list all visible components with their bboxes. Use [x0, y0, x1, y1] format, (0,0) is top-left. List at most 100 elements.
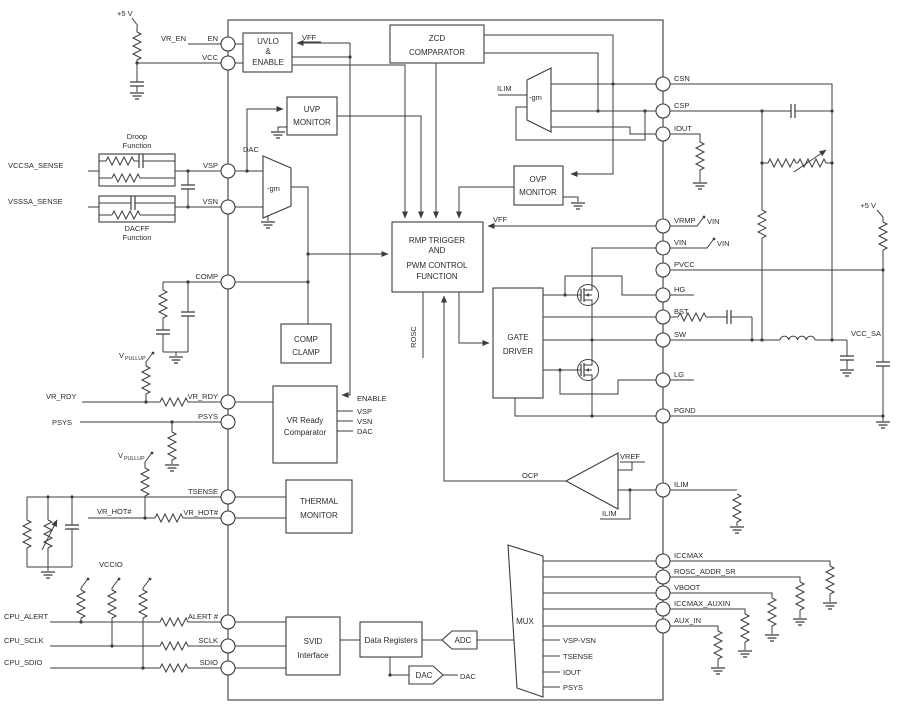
svid-interface-block: [285, 616, 341, 676]
pin-alert: [220, 614, 236, 630]
pin-circles: [220, 36, 671, 676]
vr-ready-vsp-label: VSP: [357, 407, 372, 416]
vccsa-sense-label: VCCSA_SENSE: [8, 161, 63, 170]
psys-ext-label: PSYS: [52, 418, 72, 427]
svid-text-2: Interface: [297, 651, 329, 660]
ovp-text-1: OVP: [530, 175, 547, 184]
function-blocks: [242, 24, 564, 676]
vr-ready-text-1: VR Ready: [287, 416, 323, 425]
droop-label-1: Droop: [127, 132, 147, 141]
pin-label-vsn: VSN: [203, 197, 218, 206]
pin-label-vboot: VBOOT: [674, 583, 701, 592]
pin-pgnd: [655, 408, 671, 424]
vref-label: VREF: [620, 452, 640, 461]
pin-label-ilim: ILIM: [674, 480, 689, 489]
thermal-monitor-block: [285, 479, 353, 534]
rosc-label: ROSC: [409, 326, 418, 348]
dacff-function-box: [98, 195, 176, 223]
vsp-gm-amp-wiring: [235, 106, 389, 324]
en-vcc-network: [129, 17, 243, 100]
comp-clamp-block: [280, 323, 332, 364]
pin-label-hg: HG: [674, 285, 685, 294]
gm-amp-left: [262, 155, 292, 219]
pin-csn: [655, 76, 671, 92]
pin-label-vr-rdy: VR_RDY: [188, 392, 218, 401]
pin-aux-in: [655, 618, 671, 634]
vr-ready-vsn-label: VSN: [357, 417, 372, 426]
data-registers-text: Data Registers: [365, 636, 418, 645]
ocp-label: OCP: [522, 471, 538, 480]
mux-in-psys-label: PSYS: [563, 683, 583, 692]
vpullup2-v: V: [118, 451, 123, 460]
pin-sclk: [220, 638, 236, 654]
plus5v-label-left: +5 V: [117, 9, 133, 18]
enable-label: ENABLE: [357, 394, 387, 403]
plus5v-label-right: +5 V: [860, 201, 876, 210]
pin-label-iccmax: ICCMAX: [674, 551, 703, 560]
pin-label-iccmax-auxin: ICCMAX_AUXIN: [674, 599, 730, 608]
droop-label-2: Function: [123, 141, 152, 150]
pin-sdio: [220, 660, 236, 676]
dac-input-label: DAC: [243, 145, 259, 154]
pin-label-psys: PSYS: [198, 412, 218, 421]
mux-adc-dac: [340, 544, 656, 698]
pin-label-rosc-addr-sr: ROSC_ADDR_SR: [674, 567, 736, 576]
pin-vcc: [220, 55, 236, 71]
ovp-text-2: MONITOR: [519, 188, 557, 197]
vccio-label: VCCIO: [99, 560, 123, 569]
uvlo-text-1: UVLO: [257, 37, 279, 46]
pin-label-vr-hot: VR_HOT#: [183, 508, 218, 517]
ilim-gm-label: ILIM: [497, 84, 512, 93]
pin-label-pgnd: PGND: [674, 406, 696, 415]
svid-cpu-wiring: [50, 577, 286, 673]
comp-clamp-text-1: COMP: [294, 335, 318, 344]
rmp-text-3: PWM CONTROL: [407, 261, 468, 270]
pin-label-sdio: SDIO: [200, 658, 219, 667]
vpullup2-sub: PULLUP: [124, 456, 145, 462]
pin-vr-rdy: [220, 394, 236, 410]
pin-lg: [655, 372, 671, 388]
pin-en: [220, 36, 236, 52]
pin-sw: [655, 332, 671, 348]
dac-block-text: DAC: [416, 671, 433, 680]
output-inductor: [779, 335, 816, 341]
pin-label-vrmp: VRMP: [674, 216, 696, 225]
ocp-comparator: [441, 295, 656, 520]
pin-label-vcc: VCC: [202, 53, 218, 62]
vin-label-vrmp: VIN: [707, 217, 720, 226]
cpu-sdio-label: CPU_SDIO: [4, 658, 43, 667]
pin-label-tsense: TSENSE: [188, 487, 218, 496]
pin-label-comp: COMP: [196, 272, 219, 281]
thermal-text-1: THERMAL: [300, 497, 339, 506]
pin-vin: [655, 240, 671, 256]
uvp-text-2: MONITOR: [293, 118, 331, 127]
svid-text-1: SVID: [304, 637, 323, 646]
pin-label-vsp: VSP: [203, 161, 218, 170]
ilim-ocp-label: ILIM: [602, 509, 617, 518]
gm-left-label: -gm: [267, 184, 280, 193]
cpu-sclk-label: CPU_SCLK: [4, 636, 44, 645]
uvp-monitor-block: [286, 96, 338, 136]
pin-label-aux-in: AUX_IN: [674, 616, 701, 625]
pin-label-sw: SW: [674, 330, 687, 339]
rmp-text-4: FUNCTION: [416, 272, 458, 281]
vpullup1-v: V: [119, 351, 124, 360]
adc-text: ADC: [455, 636, 472, 645]
zcd-csn-csp-wiring: [484, 34, 656, 210]
cpu-alert-label: CPU_ALERT: [4, 612, 48, 621]
vr-ready-dac-label: DAC: [357, 427, 373, 436]
pin-label-csp: CSP: [674, 101, 689, 110]
ovp-monitor-block: [513, 165, 564, 206]
vr-ready-comparator-block: [272, 385, 338, 464]
mux-in-iout-label: IOUT: [563, 668, 581, 677]
vr-en-label: VR_EN: [161, 34, 186, 43]
pin-vboot: [655, 585, 671, 601]
mux-in-tsense-label: TSENSE: [563, 652, 593, 661]
droop-dacff-networks: [88, 153, 221, 223]
dac-block: [408, 665, 444, 685]
gate-driver-text-2: DRIVER: [503, 347, 533, 356]
pin-vsp: [220, 163, 236, 179]
gm-right-label: -gm: [529, 93, 542, 102]
vrrdy-psys-thermal-wiring: [22, 351, 353, 579]
gate-driver-text-1: GATE: [507, 333, 528, 342]
